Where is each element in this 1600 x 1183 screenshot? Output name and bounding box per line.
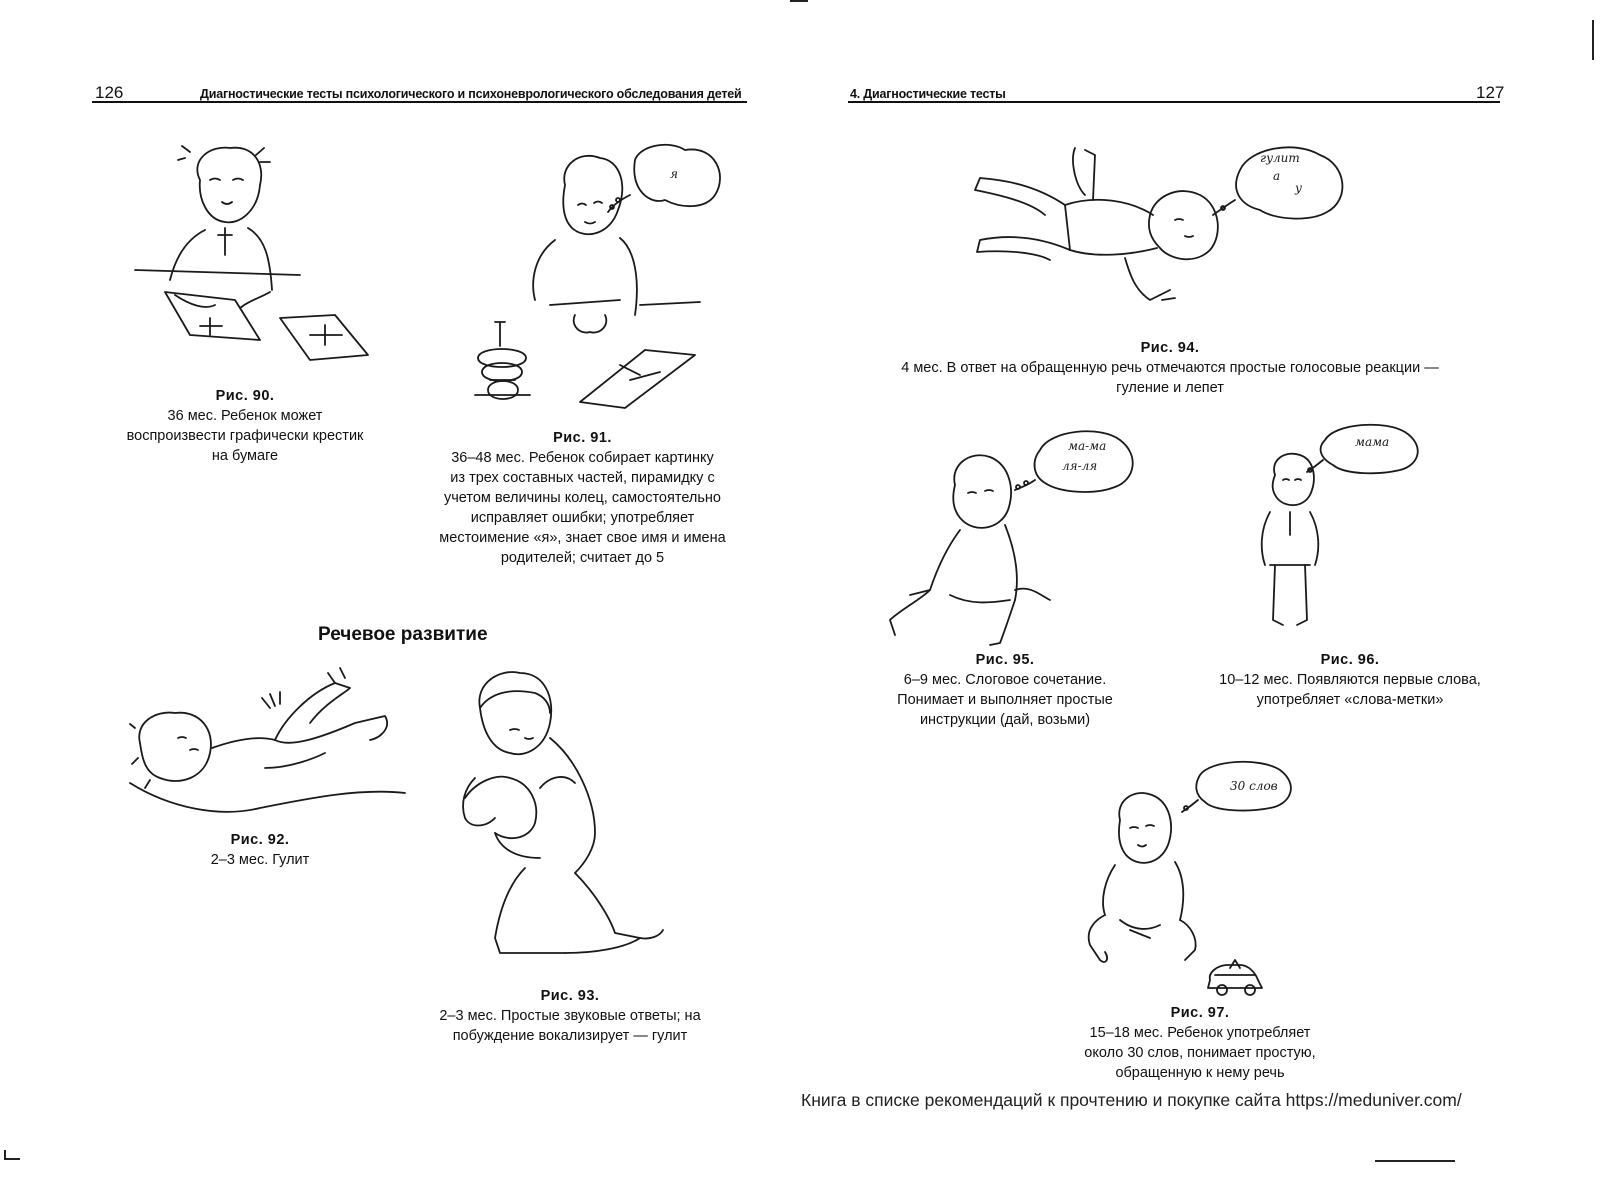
fig90-caption: Рис. 90. 36 мес. Ребенок может воспроизв… [90,386,400,466]
crop-mark-left [4,1150,6,1160]
fig93-caption: Рис. 93. 2–3 мес. Простые звуковые ответ… [410,986,730,1046]
fig90-line-1: 36 мес. Ребенок может [167,408,323,424]
fig91-label: Рис. 91. [553,430,612,446]
fig95-bubble-line1: ма-ма [1068,439,1106,453]
fig90-line-2: воспроизвести графически крестик [126,428,364,444]
fig91-bubble-text: я [670,167,678,181]
crop-mark-right-edge [1592,20,1594,60]
fig91-line-2: из трех составных частей, пирамидку с [450,470,715,486]
fig94-bubble-a: а [1273,169,1280,183]
fig94-caption: Рис. 94. 4 мес. В ответ на обращенную ре… [845,338,1495,398]
fig94-illustration: гулит а у [974,146,1344,301]
fig96-line-1: 10–12 мес. Появляются первые слова, [1219,672,1481,688]
fig92-label: Рис. 92. [230,832,290,848]
fig95-line-2: Понимает и выполняет простые [897,692,1113,708]
fig90-illustration [134,145,369,361]
section-title: Речевое развитие [318,624,488,645]
fig96-line-2: употребляет «слова-метки» [1256,692,1444,708]
fig96-illustration: мама [1260,423,1419,626]
fig96-label: Рис. 96. [1320,652,1380,668]
fig96-caption: Рис. 96. 10–12 мес. Появляются первые сл… [1180,650,1520,710]
fig91-caption: Рис. 91. 36–48 мес. Ребенок собирает кар… [415,428,750,568]
right-running-title: 4. Диагностические тесты [850,87,1006,101]
footer-text: Книга в списке рекомендаций к прочтению … [801,1090,1462,1110]
crop-mark-bottom-right [1375,1160,1455,1162]
fig97-caption: Рис. 97. 15–18 мес. Ребенок употребляет … [1050,1003,1350,1083]
fig94-bubble-u: у [1294,181,1302,195]
fig93-illustration [462,671,664,954]
crop-mark-left-h [4,1158,20,1160]
fig92-caption: Рис. 92. 2–3 мес. Гулит [140,830,380,870]
fig93-line-2: побуждение вокализирует — гулит [452,1028,688,1044]
right-header-rule [848,101,1500,103]
fig97-label: Рис. 97. [1170,1005,1230,1021]
fig93-label: Рис. 93. [540,988,600,1004]
fig94-bubble-word: гулит [1260,151,1300,165]
fig94-label: Рис. 94. [1140,340,1200,356]
fig97-bubble-text: 30 слов [1230,779,1278,793]
crop-mark-top [790,0,808,2]
right-page-number: 127 [1476,83,1505,102]
fig95-caption: Рис. 95. 6–9 мес. Слоговое сочетание. По… [860,650,1150,730]
fig97-line-1: 15–18 мес. Ребенок употребляет [1089,1025,1311,1041]
fig91-line-4: исправляет ошибки; употребляет [470,510,695,526]
fig90-label: Рис. 90. [215,388,275,404]
fig97-illustration: 30 слов [1087,760,1292,996]
fig97-line-3: обращенную к нему речь [1115,1065,1285,1081]
left-header-rule [92,101,747,103]
fig94-line-2: гуление и лепет [1116,380,1224,396]
fig95-line-3: инструкции (дай, возьми) [919,712,1091,728]
fig90-line-3: на бумаге [211,448,279,464]
fig91-line-3: учетом величины колец, самостоятельно [443,490,721,506]
fig91-line-6: родителей; считает до 5 [500,550,665,566]
fig92-line-1: 2–3 мес. Гулит [210,852,310,868]
fig95-line-1: 6–9 мес. Слоговое сочетание. [903,672,1107,688]
fig93-line-1: 2–3 мес. Простые звуковые ответы; на [439,1008,701,1024]
fig94-line-1: 4 мес. В ответ на обращенную речь отмеча… [901,360,1439,376]
fig96-bubble-text: мама [1355,435,1389,449]
left-page-number: 126 [95,83,124,102]
left-running-title: Диагностические тесты психологического и… [200,87,742,101]
fig97-line-2: около 30 слов, понимает простую, [1084,1045,1316,1061]
fig95-illustration: ма-ма ля-ля [889,430,1134,646]
fig92-illustration [129,667,406,813]
fig95-bubble-line2: ля-ля [1062,459,1097,473]
fig91-line-1: 36–48 мес. Ребенок собирает картинку [451,450,714,466]
fig91-illustration: я [474,143,721,409]
fig91-line-5: местоимение «я», знает свое имя и имена [439,530,726,546]
fig95-label: Рис. 95. [975,652,1035,668]
